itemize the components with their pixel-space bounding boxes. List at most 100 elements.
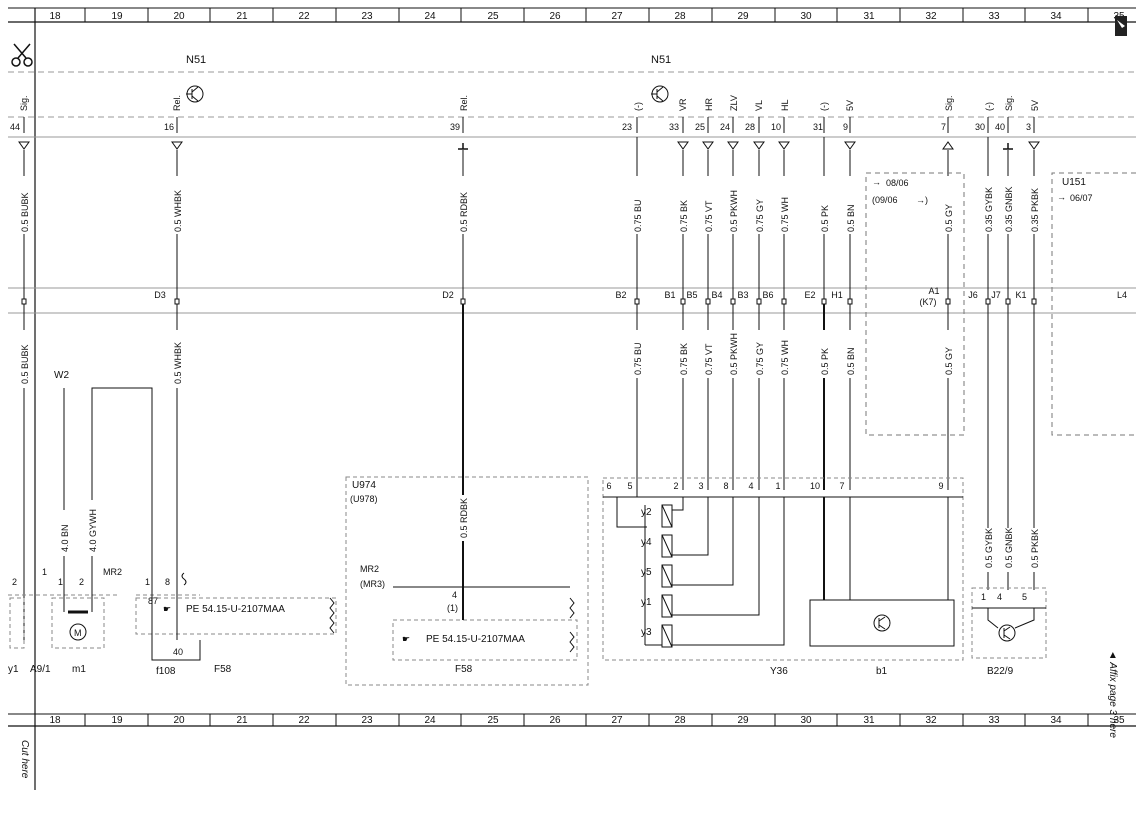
pin-label: 2: [673, 481, 678, 491]
u151-label: U151: [1062, 177, 1086, 188]
wire-label: 0.5 WHBK: [173, 342, 183, 384]
b1-sensor: [809, 599, 955, 647]
wire-label: 0.75 BK: [679, 200, 689, 232]
top-pin-signals: Sig. Rel. Rel. (-) VR HR ZLV VL HL (-) 5…: [19, 95, 1040, 111]
wire-label: 0.5 PK: [820, 348, 830, 375]
arrow-icon: →: [1057, 192, 1066, 202]
component-f58-left: F58: [214, 664, 232, 675]
connector-n51-right: N51: [651, 54, 671, 66]
hand-pointer-icon: ☛: [163, 604, 171, 614]
pin-signal-label: HL: [780, 99, 790, 111]
pin-label: 1: [58, 577, 63, 587]
wire-label: 0.35 PKBK: [1030, 188, 1040, 232]
wire-label: 0.5 GYBK: [984, 528, 994, 568]
pin-label: 40: [173, 647, 183, 657]
pin-label: 1: [981, 592, 986, 602]
ruler-num: 19: [111, 715, 123, 726]
mr2-label: MR2: [360, 564, 379, 574]
wire-label: 0.75 BU: [633, 199, 643, 232]
arrow-icon: →: [872, 177, 881, 187]
ruler-num: 29: [737, 715, 749, 726]
pin-label: 2: [79, 577, 84, 587]
u974-box: [345, 476, 589, 686]
ruler-num: 22: [298, 715, 310, 726]
wire-label: 0.5 RDBK: [459, 498, 469, 538]
pin-label: 7: [839, 481, 844, 491]
junction-label: D2: [442, 290, 454, 300]
pin-label: 5: [1022, 592, 1027, 602]
ruler-top: 18 19 20 21 22 23 24 25 26 27 28 29 30 3…: [49, 11, 1125, 22]
variant-date: 08/06: [886, 178, 909, 188]
ruler-num: 34: [1050, 11, 1062, 22]
ruler-num: 28: [674, 715, 686, 726]
motor-connector: [8, 590, 120, 649]
valve-label: y3: [641, 627, 652, 638]
ruler-num: 31: [863, 715, 875, 726]
mr2-label: MR2: [103, 567, 122, 577]
ruler-num: 32: [925, 11, 937, 22]
scissors-icon: [11, 43, 33, 67]
lower-wire-labels: 0.5 BUBK 0.5 WHBK 0.75 BU 0.75 BK 0.75 V…: [20, 333, 954, 384]
pin-label: 6: [606, 481, 611, 491]
ruler-num: 28: [674, 11, 686, 22]
page-corner-icon: [1115, 16, 1127, 36]
junction-pins: [21, 298, 1037, 305]
u151-date: 06/07: [1070, 193, 1093, 203]
pin-number: 30: [975, 122, 985, 132]
ruler-num: 24: [424, 11, 436, 22]
wire-label: 0.5 PK: [820, 205, 830, 232]
junction-label: J6: [968, 290, 978, 300]
variant-arrow: →): [916, 195, 928, 205]
wire-label: 0.75 BK: [679, 343, 689, 375]
y36-module: [602, 477, 964, 661]
pin-signal-label: Sig.: [944, 95, 954, 111]
left-wires: [63, 387, 153, 590]
wire-label: 0.5 BUBK: [20, 192, 30, 232]
valve-labels: y2 y4 y5 y1 y3: [641, 507, 652, 638]
variant-box-0806: → 08/06 (09/06 →): [865, 172, 965, 436]
u974-alt: (U978): [350, 494, 378, 504]
junction-label: L4: [1117, 290, 1127, 300]
pin-signal-label: (-): [819, 102, 829, 111]
pin-label: (1): [447, 603, 458, 613]
wire-label: 0.35 GNBK: [1004, 186, 1014, 232]
valve-label: y2: [641, 507, 652, 518]
pin-signal-label: VL: [754, 100, 764, 111]
pin-label: 1: [42, 567, 47, 577]
wire-label: 0.5 PKBK: [1030, 529, 1040, 568]
pin-label: 4: [997, 592, 1002, 602]
pin-label: 8: [723, 481, 728, 491]
pin-signal-label: Rel.: [459, 95, 469, 111]
ruler-num: 21: [236, 11, 248, 22]
wire-label: 4.0 GYWH: [88, 509, 98, 552]
wire-label: 0.5 GY: [944, 347, 954, 375]
ruler-num: 32: [925, 715, 937, 726]
upper-wire-label-bg: [18, 176, 1040, 234]
ruler-num: 34: [1050, 715, 1062, 726]
wire-label: 0.75 WH: [780, 340, 790, 375]
affix-page-text: ◄ Affix page 3 here: [1107, 650, 1118, 738]
pin-number: 9: [843, 122, 848, 132]
variant-box-u151: U151 → 06/07: [1051, 172, 1136, 436]
ruler-num: 18: [49, 11, 61, 22]
ruler-num: 23: [361, 715, 373, 726]
junction-label: (K7): [919, 297, 936, 307]
pin-signal-label: Rel.: [172, 95, 182, 111]
ruler-num: 27: [611, 715, 623, 726]
hand-pointer-icon: ☛: [402, 634, 410, 644]
ruler-num: 18: [49, 715, 61, 726]
pin-number: 23: [622, 122, 632, 132]
u974-title: U974: [352, 480, 376, 491]
junction-label: B3: [737, 290, 748, 300]
pin-label: 4: [452, 590, 457, 600]
ruler-num: 33: [988, 11, 1000, 22]
wire-label: 0.75 VT: [704, 343, 714, 375]
ruler-num: 20: [173, 715, 185, 726]
pin-signal-label: Sig.: [19, 95, 29, 111]
bottom-wire-label-bg: [58, 495, 1040, 572]
pin-number: 16: [164, 122, 174, 132]
component-a9-1: A9/1: [30, 664, 51, 675]
ruler-num: 24: [424, 715, 436, 726]
component-m1: m1: [72, 664, 86, 675]
ruler-num: 30: [800, 11, 812, 22]
